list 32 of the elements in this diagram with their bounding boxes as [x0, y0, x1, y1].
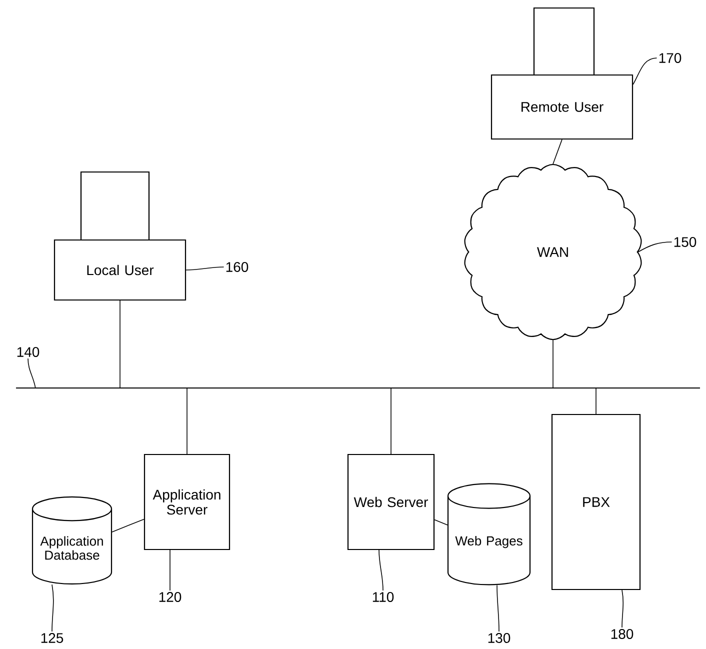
database-cylinder: Application Database: [32, 496, 112, 585]
leader-line: [632, 58, 658, 85]
reference-number: 180: [611, 629, 634, 639]
reference-number: 170: [659, 53, 682, 63]
reference-number: 125: [41, 633, 64, 643]
network-cloud: WAN: [464, 164, 642, 340]
connector-line: [552, 139, 562, 164]
leader-line: [622, 590, 624, 628]
leader-line: [378, 550, 384, 591]
leader-line: [496, 584, 500, 632]
leader-line: [28, 358, 36, 388]
connector-line: [186, 388, 188, 454]
user-terminal-box: Remote User: [490, 74, 634, 140]
pbx-box: PBX: [551, 414, 641, 590]
reference-number: 150: [674, 237, 696, 247]
reference-number: 120: [159, 592, 182, 602]
leader-line: [52, 584, 54, 632]
leader-line: [186, 266, 224, 270]
server-box: Application Server: [144, 454, 230, 550]
connector-line: [552, 340, 554, 388]
reference-number: 160: [226, 262, 248, 272]
connector-line: [434, 519, 448, 526]
bus-line: [16, 387, 700, 389]
leader-line: [638, 242, 672, 252]
connector-line: [390, 388, 392, 454]
reference-number: 110: [372, 592, 394, 602]
reference-number: 140: [17, 347, 40, 357]
connector-line: [112, 518, 144, 532]
user-terminal-box: Local User: [54, 239, 186, 301]
server-box: Web Server: [347, 454, 435, 550]
database-cylinder: Web Pages: [447, 483, 531, 586]
reference-number: 130: [488, 633, 510, 643]
